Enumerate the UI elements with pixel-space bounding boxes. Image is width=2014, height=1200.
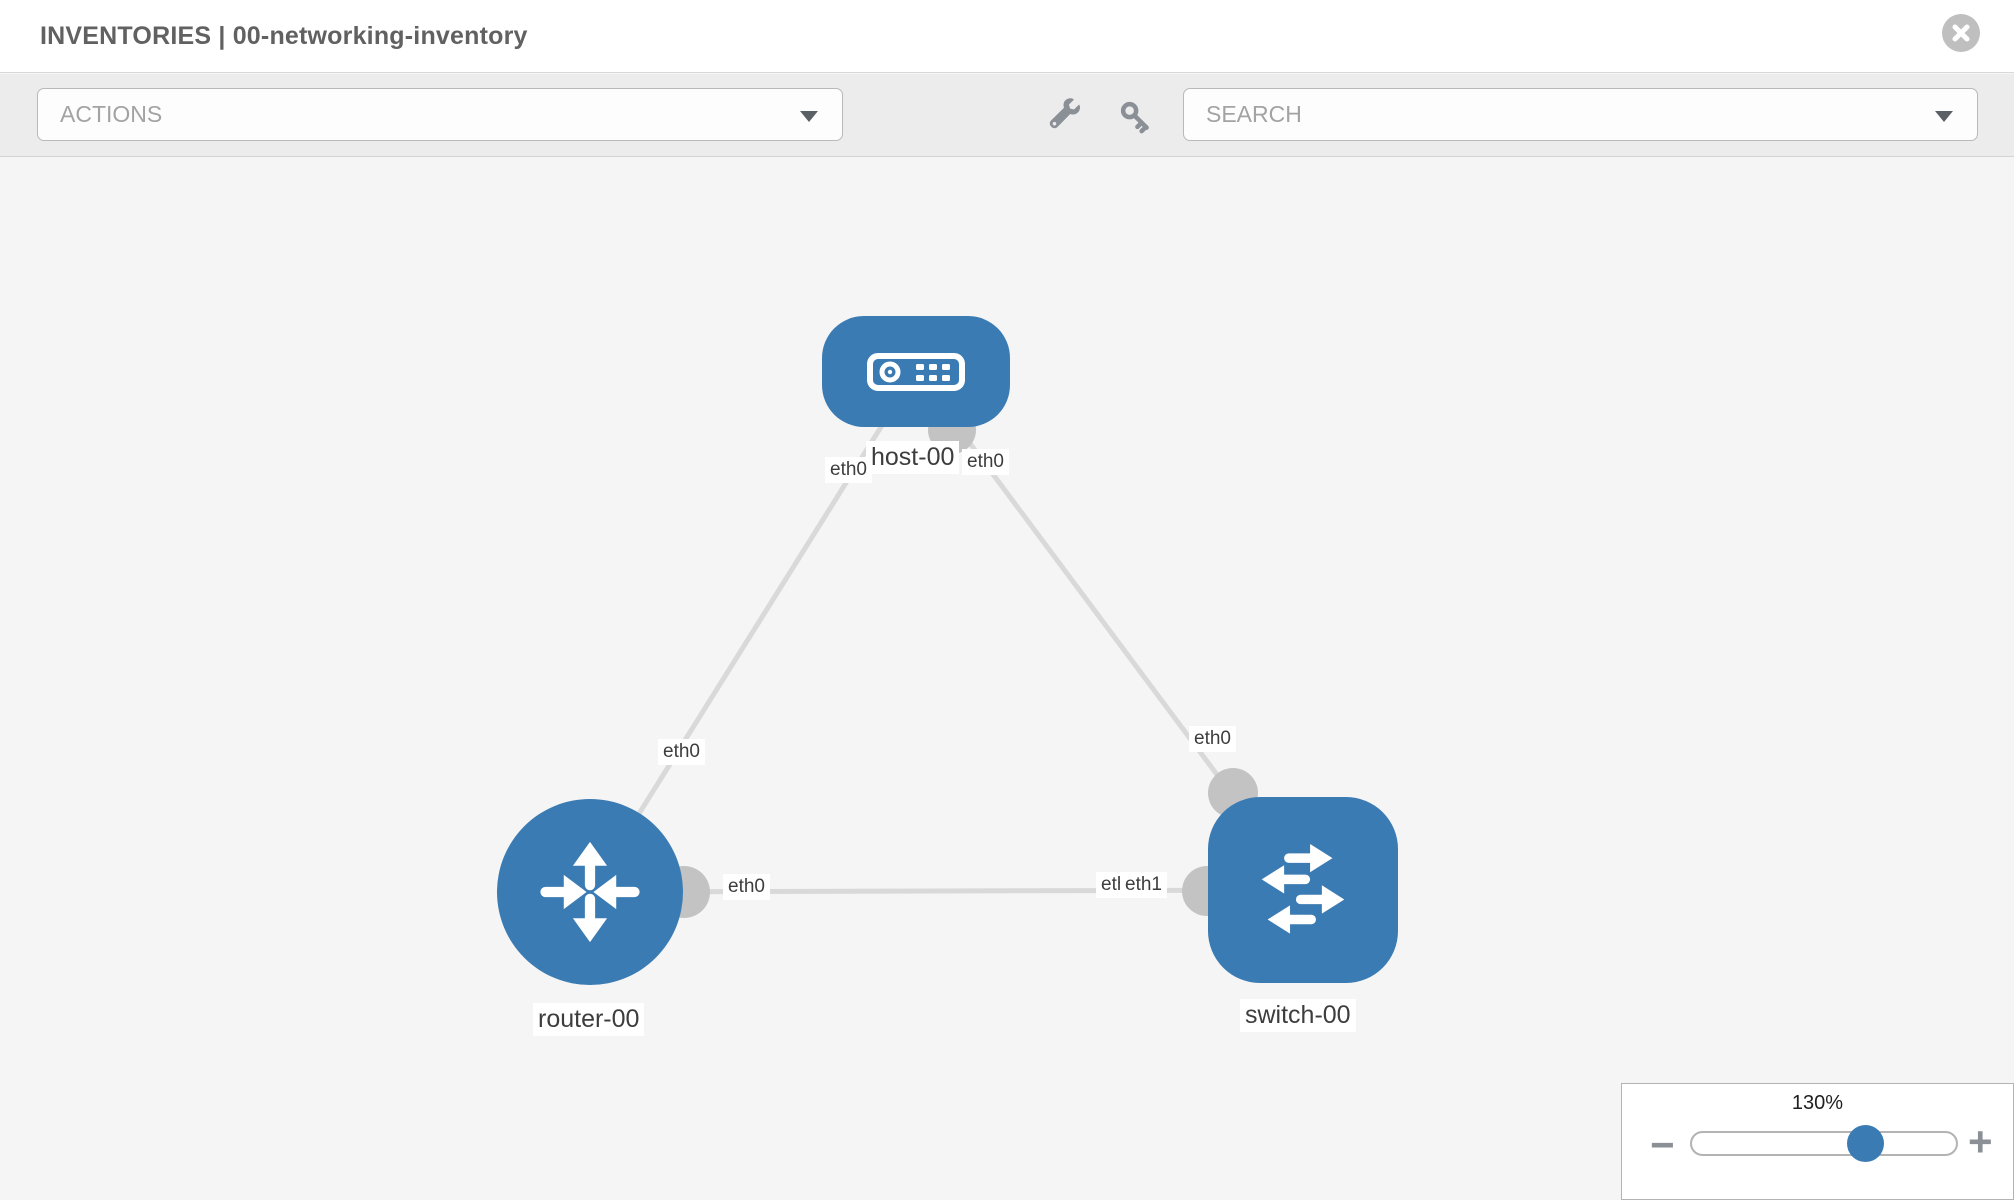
chevron-down-icon (1935, 111, 1953, 122)
actions-dropdown-label: ACTIONS (60, 101, 163, 127)
zoom-panel: 130% − + (1621, 1083, 2014, 1200)
topology-canvas[interactable]: host-00 router-00 switch-00 eth0 eth0 et… (0, 157, 2014, 1200)
node-label-switch: switch-00 (1240, 999, 1356, 1032)
key-icon (1120, 101, 1149, 134)
node-router-00[interactable] (497, 799, 683, 985)
zoom-level-value: 130% (1791, 1092, 1844, 1114)
if-label-switch-to-router: eth1 (1120, 872, 1167, 898)
credentials-button[interactable] (1117, 98, 1153, 134)
if-label-router-to-switch: eth0 (723, 874, 770, 900)
zoom-slider-handle[interactable] (1847, 1125, 1884, 1162)
configure-button[interactable] (1047, 98, 1083, 134)
node-label-host: host-00 (866, 441, 960, 474)
if-label-router-to-host: eth0 (658, 739, 705, 765)
search-dropdown[interactable]: SEARCH (1183, 88, 1978, 141)
wrench-icon (1049, 98, 1081, 129)
page-header: INVENTORIES | 00-networking-inventory (0, 0, 2014, 73)
search-placeholder: SEARCH (1206, 101, 1302, 127)
page-title: INVENTORIES | 00-networking-inventory (40, 22, 528, 50)
close-icon (1952, 24, 1970, 42)
chevron-down-icon (800, 111, 818, 122)
zoom-out-button[interactable]: − (1650, 1121, 1675, 1168)
topology-edges (587, 369, 1306, 918)
if-label-host-to-switch: eth0 (962, 449, 1009, 475)
node-host-00[interactable] (822, 316, 1010, 427)
router-icon (540, 841, 640, 943)
host-icon (867, 352, 965, 391)
if-label-switch-to-host: eth0 (1189, 726, 1236, 752)
close-button[interactable] (1942, 14, 1980, 52)
if-label-host-to-router: eth0 (825, 457, 872, 483)
node-switch-00[interactable] (1208, 797, 1398, 983)
zoom-slider[interactable] (1690, 1125, 1958, 1162)
actions-dropdown[interactable]: ACTIONS (37, 88, 843, 141)
toolbar: ACTIONS SEARCH (0, 74, 2014, 157)
zoom-in-button[interactable]: + (1968, 1118, 1993, 1165)
switch-icon (1261, 843, 1345, 934)
node-label-router: router-00 (533, 1003, 645, 1036)
